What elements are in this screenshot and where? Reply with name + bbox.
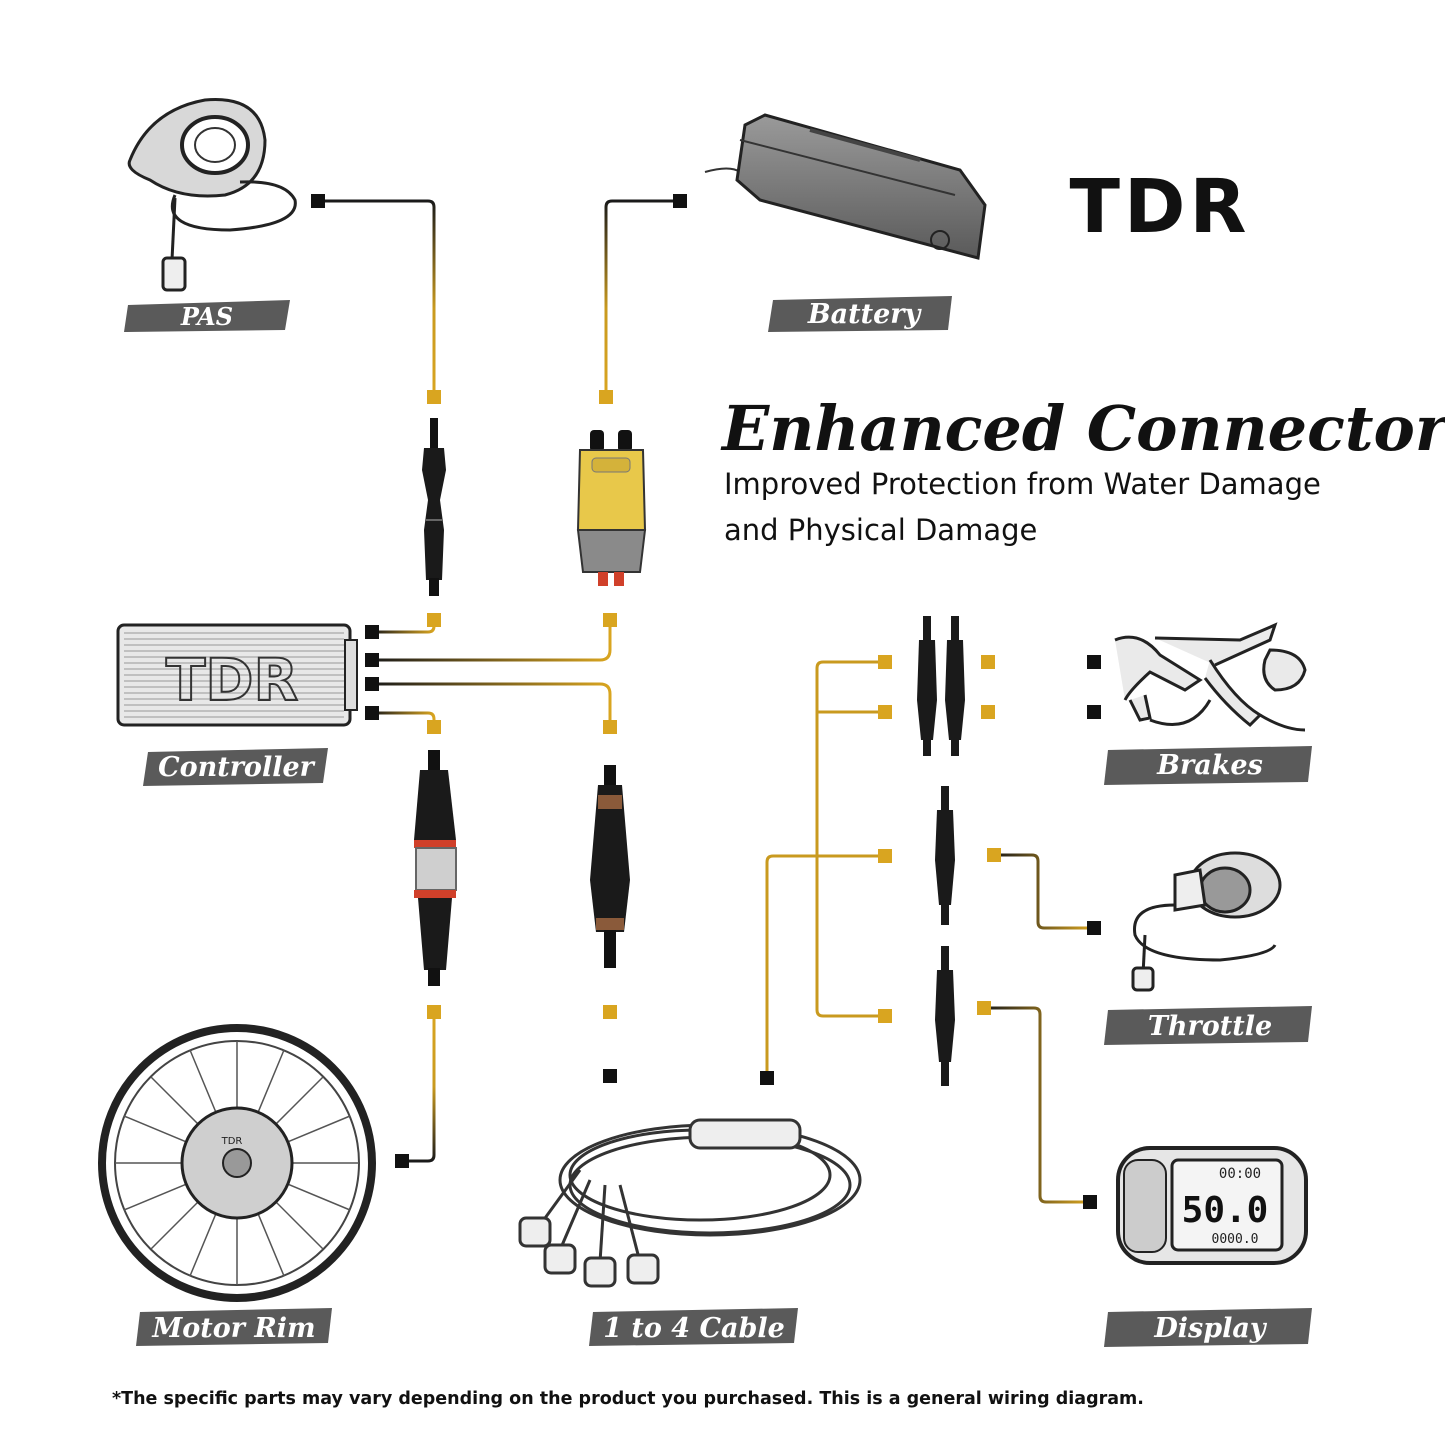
cable-illustration (518, 1118, 862, 1288)
brakes-label-text: Brakes (1156, 750, 1263, 781)
controller-label: Controller (143, 748, 328, 786)
brake-connectors (917, 616, 965, 756)
cable-label-text: 1 to 4 Cable (603, 1313, 785, 1344)
wires (318, 199, 1094, 1204)
display-time: 00:00 (1219, 1166, 1261, 1182)
brakes-illustration (1114, 622, 1307, 732)
wire-controller-battery (372, 620, 612, 662)
wire-controller-motor (372, 711, 436, 727)
battery-label: Battery (768, 296, 952, 332)
wire-motor (402, 1012, 436, 1163)
motor-rim-illustration: TDR (98, 1024, 376, 1302)
pas-label-text: PAS (180, 302, 233, 331)
display-speed: 50.0 (1182, 1190, 1269, 1231)
footnote: *The specific parts may vary depending o… (112, 1389, 1144, 1409)
display-label: Display (1104, 1308, 1312, 1347)
pas-connector (422, 418, 446, 596)
wire-branch-bus (815, 660, 885, 1018)
display-illustration: 00:00 50.0 0000.0 (1116, 1146, 1308, 1265)
subtitle-line-1: Improved Protection from Water Damage (724, 467, 1321, 501)
throttle-connector (935, 786, 955, 925)
display-odometer: 0000.0 (1212, 1232, 1259, 1247)
tdr-logo: TDR (1070, 164, 1251, 250)
pas-sensor-illustration (127, 98, 297, 292)
throttle-illustration (1131, 851, 1282, 992)
cable-label: 1 to 4 Cable (589, 1308, 798, 1346)
wire-display (984, 1006, 1090, 1204)
throttle-label-text: Throttle (1148, 1011, 1272, 1042)
battery-illustration (704, 113, 987, 260)
motor-rim-label: Motor Rim (136, 1308, 332, 1346)
brakes-label: Brakes (1104, 746, 1312, 785)
motor-connector (414, 750, 457, 986)
page-title: Enhanced Connectors (720, 392, 1445, 465)
wire-pas (318, 199, 436, 397)
wire-branch-throttle-in (765, 854, 885, 1078)
battery-label-text: Battery (807, 299, 923, 330)
motor-rim-label-text: Motor Rim (151, 1313, 315, 1344)
xt90-connector (576, 430, 647, 586)
wire-controller-pas (372, 620, 436, 634)
throttle-label: Throttle (1104, 1006, 1312, 1045)
wire-controller-cable (372, 682, 612, 727)
pas-label: PAS (124, 300, 290, 332)
display-connector (935, 946, 955, 1086)
controller-illustration: TDR (116, 623, 358, 727)
terminals (311, 194, 1101, 1209)
controller-label-text: Controller (158, 752, 316, 783)
cable-connector (590, 765, 630, 968)
wire-throttle (994, 853, 1094, 930)
hub-logo-text: TDR (221, 1136, 243, 1147)
tdr-logo-text: TDR (1070, 164, 1251, 250)
subtitle-line-2: and Physical Damage (724, 513, 1037, 547)
controller-logo-text: TDR (166, 646, 298, 714)
wire-battery (604, 199, 680, 397)
display-label-text: Display (1153, 1313, 1268, 1344)
